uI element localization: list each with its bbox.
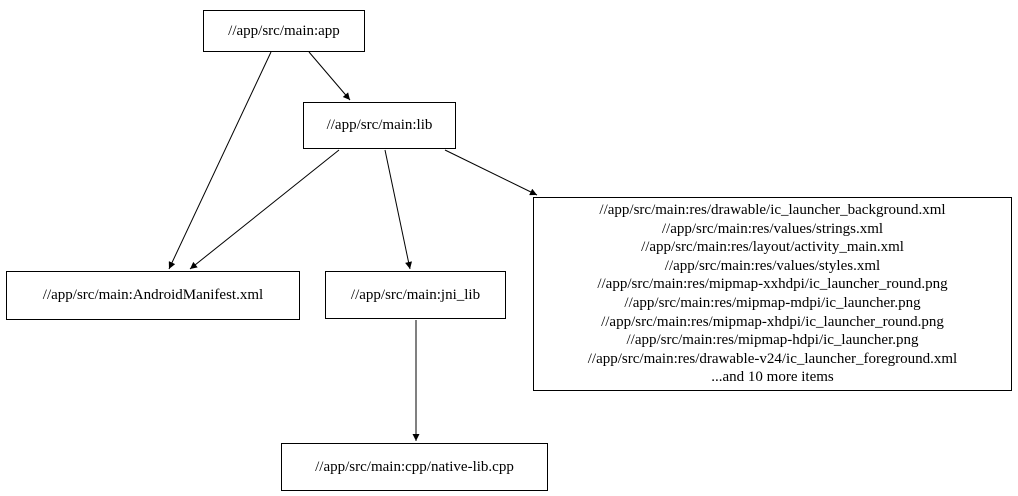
res-file-line: //app/src/main:res/values/styles.xml	[664, 257, 881, 274]
node-app: //app/src/main:app	[203, 10, 365, 52]
node-jni-lib-label: //app/src/main:jni_lib	[350, 286, 481, 303]
edge-lib-to-manifest	[189, 149, 340, 270]
res-file-line: //app/src/main:res/layout/activity_main.…	[641, 239, 904, 256]
node-lib-label: //app/src/main:lib	[326, 117, 433, 134]
res-file-line: //app/src/main:res/values/strings.xml	[661, 220, 884, 237]
edge-app-to-lib	[308, 51, 351, 101]
res-file-line: //app/src/main:res/mipmap-xhdpi/ic_launc…	[601, 313, 944, 330]
edge-lib-to-jni-lib	[384, 149, 412, 270]
res-file-line: //app/src/main:res/drawable-v24/ic_launc…	[587, 350, 958, 367]
node-jni-lib: //app/src/main:jni_lib	[325, 271, 506, 319]
node-native-lib-cpp-label: //app/src/main:cpp/native-lib.cpp	[315, 458, 514, 475]
res-file-line: //app/src/main:res/mipmap-xxhdpi/ic_laun…	[597, 276, 948, 293]
res-file-line: //app/src/main:res/mipmap-mdpi/ic_launch…	[624, 295, 921, 311]
res-file-line: //app/src/main:res/drawable/ic_launcher_…	[599, 202, 946, 219]
node-android-manifest-label: //app/src/main:AndroidManifest.xml	[42, 287, 264, 304]
res-more-items-line: ...and 10 more items	[711, 369, 834, 386]
node-app-label: //app/src/main:app	[228, 22, 340, 39]
node-native-lib-cpp: //app/src/main:cpp/native-lib.cpp	[281, 443, 548, 491]
edge-app-to-manifest	[168, 51, 272, 270]
node-res-files: //app/src/main:res/drawable/ic_launcher_…	[533, 197, 1012, 391]
node-lib: //app/src/main:lib	[303, 102, 456, 149]
res-file-line: //app/src/main:res/mipmap-hdpi/ic_launch…	[626, 332, 919, 349]
edge-lib-to-res	[444, 149, 538, 196]
node-android-manifest: //app/src/main:AndroidManifest.xml	[6, 271, 300, 320]
